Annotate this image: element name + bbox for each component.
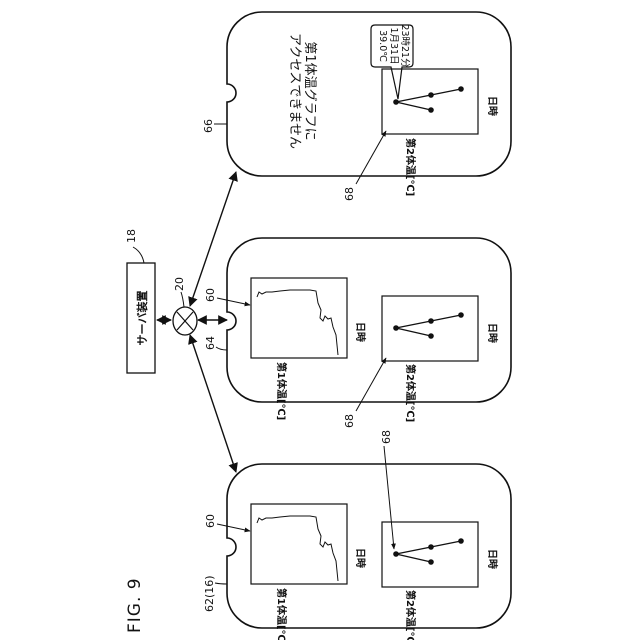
data-point xyxy=(428,544,434,550)
network-ref: 20 xyxy=(173,277,186,307)
data-point xyxy=(428,559,434,565)
graph-2-ylabel: 第2体温[℃] xyxy=(404,138,417,196)
data-point xyxy=(458,86,464,92)
data-point xyxy=(428,107,434,113)
device-62-graph-2: 第2体温[℃] 日時 xyxy=(382,522,499,640)
device-66-message-line-1: 第1体温グラフに xyxy=(302,41,317,140)
graph-2-xlabel: 日時 xyxy=(486,96,499,116)
connection-network-device-66 xyxy=(190,172,236,306)
graph-1-trace xyxy=(257,290,338,355)
tooltip-date: 1月31日 xyxy=(388,27,399,64)
svg-text:68: 68 xyxy=(343,187,356,201)
temperature-tooltip: 39.0℃ 1月31日 23時21分 xyxy=(371,24,413,99)
graph-2-ylabel: 第2体温[℃] xyxy=(404,590,417,640)
device-62-body xyxy=(227,464,511,628)
device-64-body xyxy=(227,238,511,402)
data-point xyxy=(428,92,434,98)
graph-1-ylabel: 第1体温[℃] xyxy=(275,362,288,420)
data-point xyxy=(393,551,399,557)
connection-network-device-62 xyxy=(190,335,236,472)
tooltip-time: 23時21分 xyxy=(399,24,410,68)
svg-text:18: 18 xyxy=(125,229,138,243)
svg-text:64: 64 xyxy=(204,336,217,350)
tooltip-temperature: 39.0℃ xyxy=(377,30,388,62)
device-64-graph-1: 第1体温[℃] 日時 xyxy=(251,278,367,420)
device-64-graph-2-ref: 68 xyxy=(343,358,386,428)
graph-1-ylabel: 第1体温[℃] xyxy=(275,588,288,640)
data-point xyxy=(393,99,399,105)
server-ref: 18 xyxy=(125,229,144,263)
graph-1-trace xyxy=(257,516,338,581)
data-point xyxy=(458,538,464,544)
graph-2-xlabel: 日時 xyxy=(486,549,499,569)
device-64-ref: 64 xyxy=(204,336,227,350)
device-62-graph-1: 第1体温[℃] 日時 xyxy=(251,504,367,640)
svg-text:68: 68 xyxy=(380,430,393,444)
device-66: 第1体温グラフに アクセスできません 第2体温[℃] 日時 39.0℃ 1月31… xyxy=(227,12,511,196)
graph-1-xlabel: 日時 xyxy=(354,322,367,342)
svg-text:68: 68 xyxy=(343,414,356,428)
data-point xyxy=(458,312,464,318)
server-label: サーバ装置 xyxy=(135,291,149,346)
server-device: サーバ装置 xyxy=(127,263,155,373)
graph-1-xlabel: 日時 xyxy=(354,548,367,568)
device-66-message-line-2: アクセスできません xyxy=(287,33,302,149)
network-node xyxy=(173,307,197,335)
data-point xyxy=(428,318,434,324)
data-point xyxy=(428,333,434,339)
figure-label: FIG. 9 xyxy=(125,577,145,633)
device-66-body xyxy=(227,12,511,176)
graph-2-xlabel: 日時 xyxy=(486,323,499,343)
device-64: 第1体温[℃] 日時 第2体温[℃] 日時 xyxy=(227,238,511,422)
graph-2-ylabel: 第2体温[℃] xyxy=(404,364,417,422)
device-62-ref: 62(16) xyxy=(203,575,227,612)
svg-text:62(16): 62(16) xyxy=(203,575,216,612)
device-66-ref: 66 xyxy=(202,119,227,133)
data-point xyxy=(393,325,399,331)
device-62: 第1体温[℃] 日時 第2体温[℃] 日時 xyxy=(227,464,511,640)
device-66-graph-2-ref: 68 xyxy=(343,131,386,201)
svg-text:60: 60 xyxy=(204,514,217,528)
svg-text:60: 60 xyxy=(204,288,217,302)
svg-text:66: 66 xyxy=(202,119,215,133)
device-64-graph-2: 第2体温[℃] 日時 xyxy=(382,296,499,422)
svg-text:20: 20 xyxy=(173,277,186,291)
